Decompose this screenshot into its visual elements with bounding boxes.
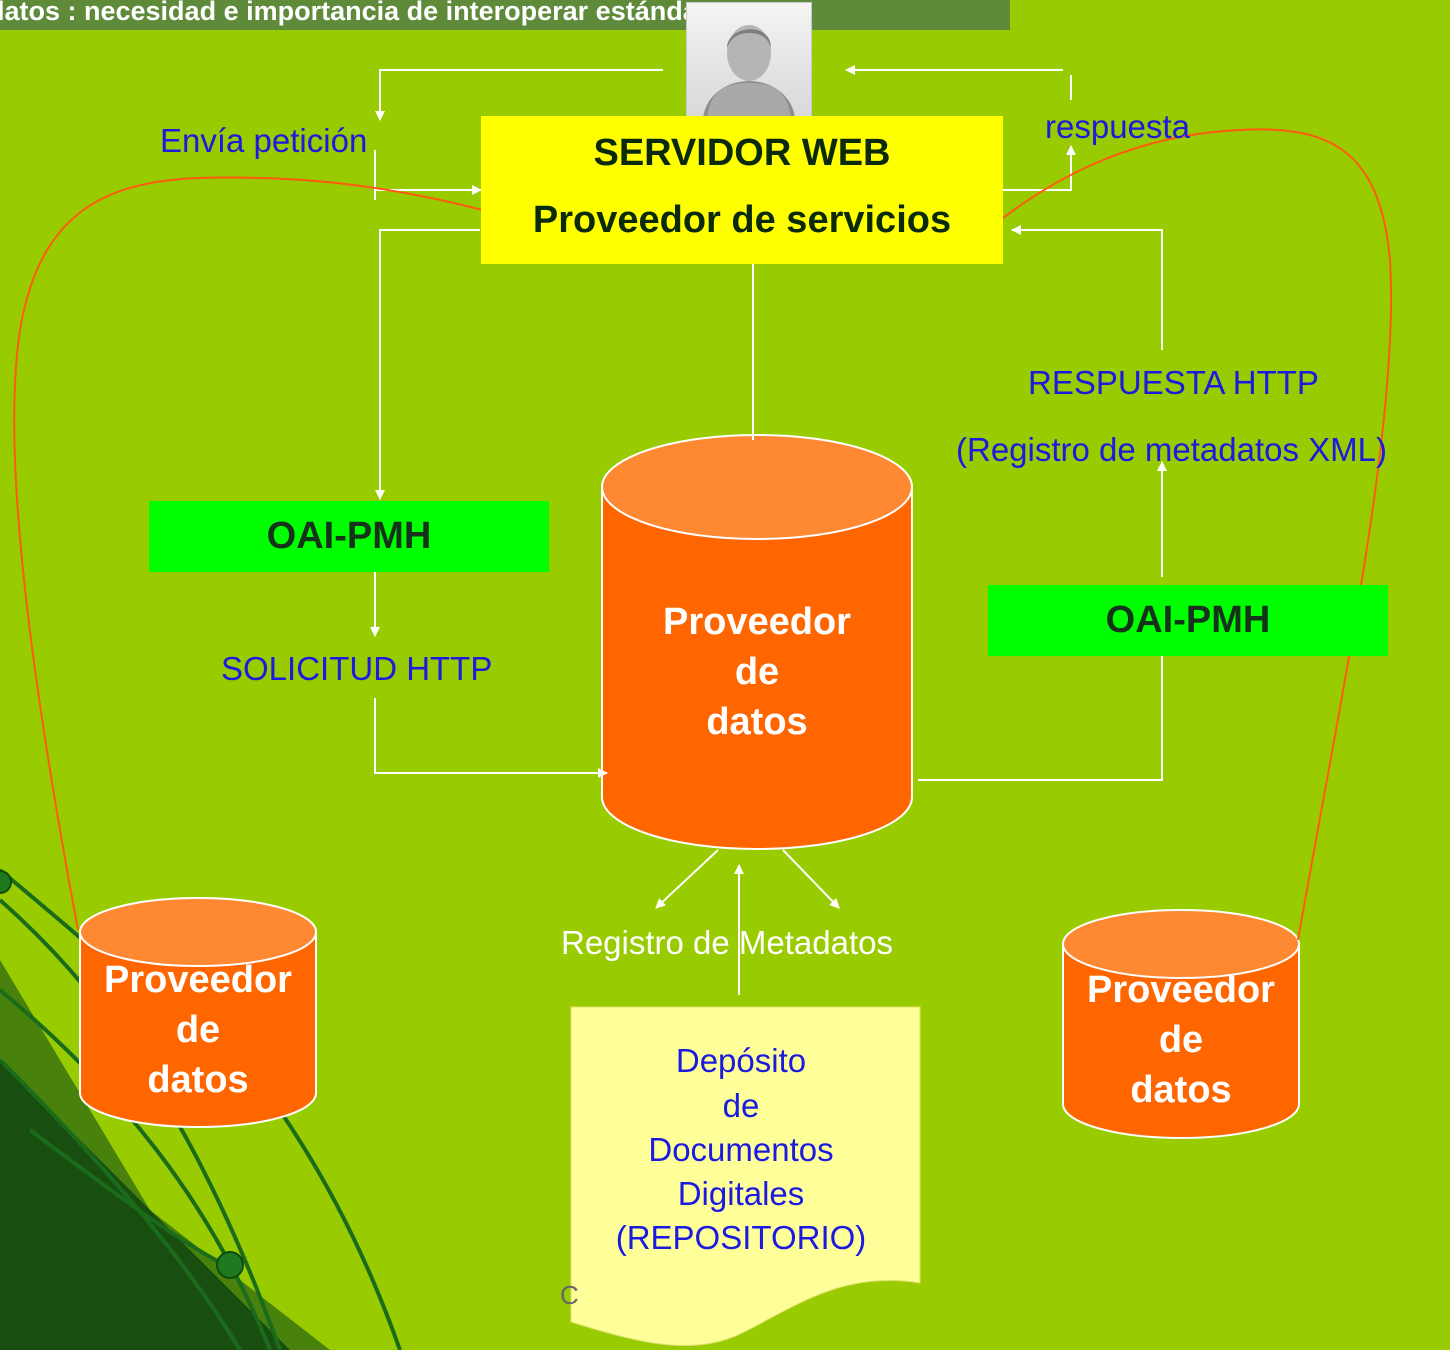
oai-pmh-left-box: OAI-PMH (149, 501, 549, 572)
repository-label: Depósito de Documentos Digitales (REPOSI… (615, 1042, 867, 1257)
cylinder-main (601, 434, 913, 850)
cylinder-left (79, 897, 317, 1128)
data-provider-left-label: Proveedor de datos (104, 958, 292, 1102)
registro-metadatos-label: Registro de Metadatos (561, 924, 894, 961)
cylinder-right (1062, 909, 1300, 1139)
respuesta-label: respuesta (1045, 108, 1190, 145)
vine-bead-icon (0, 870, 12, 894)
solicitud-http-label: SOLICITUD HTTP (221, 650, 493, 687)
respuesta-http-label: RESPUESTA HTTP (1028, 364, 1319, 401)
data-provider-right-label: Proveedor de datos (1087, 968, 1275, 1112)
vine-bead-icon (216, 1251, 244, 1279)
data-provider-main-label: Proveedor de datos (663, 600, 851, 744)
envia-peticion-label: Envía petición (160, 122, 368, 159)
repository-document (570, 1006, 921, 1347)
slide-title: datos : necesidad e importancia de inter… (0, 0, 1010, 30)
web-server-box: SERVIDOR WEB Proveedor de servicios (481, 116, 1003, 264)
oai-pmh-right-box: OAI-PMH (988, 585, 1388, 656)
registro-xml-label: (Registro de metadatos XML) (956, 431, 1388, 468)
server-title: SERVIDOR WEB (593, 132, 891, 174)
stray-character: C (560, 1280, 579, 1310)
user-avatar-icon (686, 2, 812, 161)
server-subtitle: Proveedor de servicios (532, 199, 952, 241)
